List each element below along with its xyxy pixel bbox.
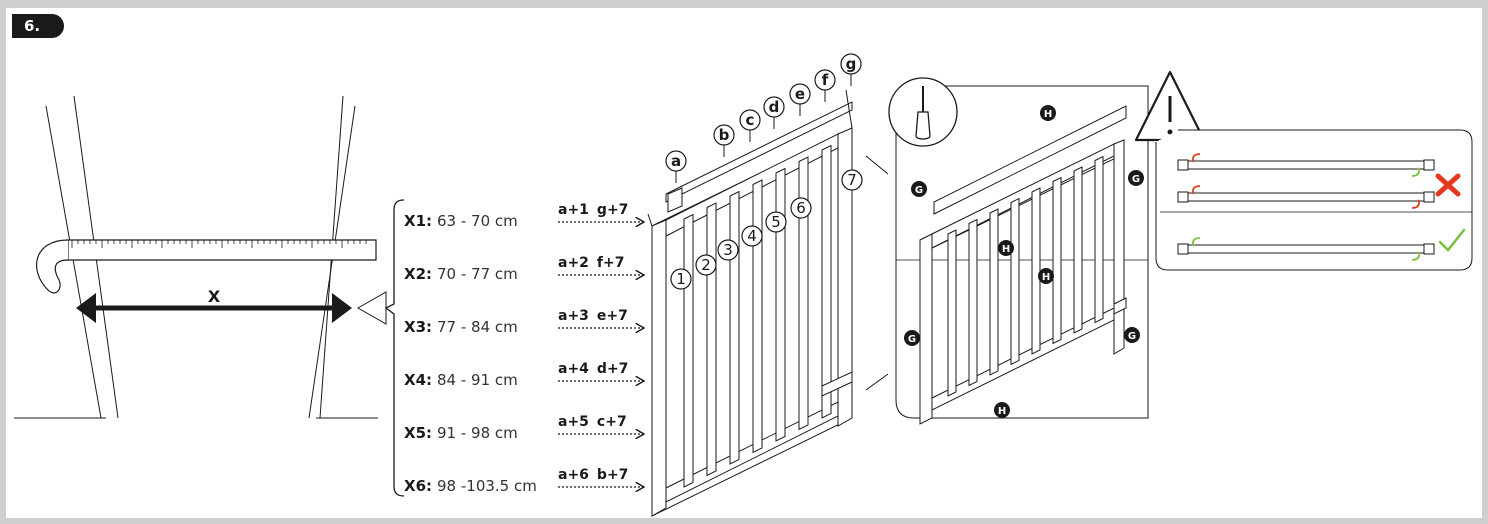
screw-h-marker <box>994 402 1010 418</box>
cross-icon <box>1435 173 1461 197</box>
rail-label-text: f <box>822 71 829 89</box>
screw-h-marker <box>998 240 1014 256</box>
range-bracket <box>384 199 405 497</box>
range-key: X4: <box>404 371 432 389</box>
bar-label-text: 5 <box>771 213 781 231</box>
range-row-1: X1: 63 - 70 cm <box>404 212 518 230</box>
rail-comparison-box <box>1155 129 1473 271</box>
screw-markers: G G G G H H H H <box>904 105 1144 418</box>
screw-label: H <box>1042 272 1050 283</box>
range-value: 63 - 70 cm <box>437 212 518 230</box>
screw-g-marker <box>1124 327 1140 343</box>
screw-g-marker <box>904 330 920 346</box>
screw-label: G <box>1132 174 1140 185</box>
screw-label: G <box>908 334 916 345</box>
range-row-2: X2: 70 - 77 cm <box>404 265 518 283</box>
comparison-rail-1 <box>1177 153 1435 177</box>
rail-label-text: e <box>795 85 805 103</box>
screw-h-marker <box>1038 268 1054 284</box>
range-value: 77 - 84 cm <box>437 318 518 336</box>
range-value: 98 -103.5 cm <box>437 477 537 495</box>
screw-label: G <box>1128 331 1136 342</box>
checkmark-icon <box>1438 228 1466 252</box>
screw-label: H <box>1044 109 1052 120</box>
screw-h-marker <box>1040 105 1056 121</box>
range-key: X2: <box>404 265 432 283</box>
range-key: X6: <box>404 477 432 495</box>
step-badge: 6. <box>12 14 64 38</box>
range-bracket-pointer <box>356 291 387 325</box>
rail-label-text: d <box>769 98 780 116</box>
range-value: 84 - 91 cm <box>437 371 518 389</box>
bar-label-2 <box>695 254 717 276</box>
bar-label-text: 4 <box>747 227 757 245</box>
range-row-4: X4: 84 - 91 cm <box>404 371 518 389</box>
warning-triangle-icon <box>1134 70 1206 142</box>
tape-measure <box>36 239 377 294</box>
detail-panel <box>895 85 1149 425</box>
bar-label-3 <box>717 239 739 261</box>
rail-label-text: g <box>846 55 857 73</box>
rail-label-text: a <box>671 152 681 170</box>
bar-label-text: 6 <box>796 199 806 217</box>
comparison-rail-3 <box>1177 237 1435 261</box>
screw-label: H <box>1002 244 1010 255</box>
rail-label-text: b <box>719 126 730 144</box>
screw-g-marker <box>911 181 927 197</box>
bar-label-4 <box>741 225 763 247</box>
bar-label-text: 3 <box>723 241 733 259</box>
range-row-6: X6: 98 -103.5 cm <box>404 477 537 495</box>
bar-label-text: 1 <box>676 270 686 288</box>
bar-label-text: 7 <box>847 171 857 189</box>
range-key: X5: <box>404 424 432 442</box>
range-value: 70 - 77 cm <box>437 265 518 283</box>
bar-label-5 <box>765 211 787 233</box>
gate-panel-illustration <box>647 89 853 517</box>
zoom-callout-lines <box>865 155 889 391</box>
bar-label-6 <box>790 197 812 219</box>
comparison-rail-2 <box>1177 185 1435 209</box>
measure-label: X <box>208 287 221 306</box>
bar-label-1 <box>670 268 692 290</box>
range-key: X3: <box>404 318 432 336</box>
measure-arrow: X <box>76 287 352 323</box>
range-value: 91 - 98 cm <box>437 424 518 442</box>
screwdriver-icon <box>888 77 958 147</box>
screw-g-marker <box>1128 170 1144 186</box>
bar-label-7 <box>841 169 863 191</box>
screw-label: G <box>915 185 923 196</box>
range-row-3: X3: 77 - 84 cm <box>404 318 518 336</box>
bar-label-text: 2 <box>701 256 711 274</box>
range-row-5: X5: 91 - 98 cm <box>404 424 518 442</box>
range-key: X1: <box>404 212 432 230</box>
rail-label-text: c <box>746 111 755 129</box>
screw-label: H <box>998 406 1006 417</box>
